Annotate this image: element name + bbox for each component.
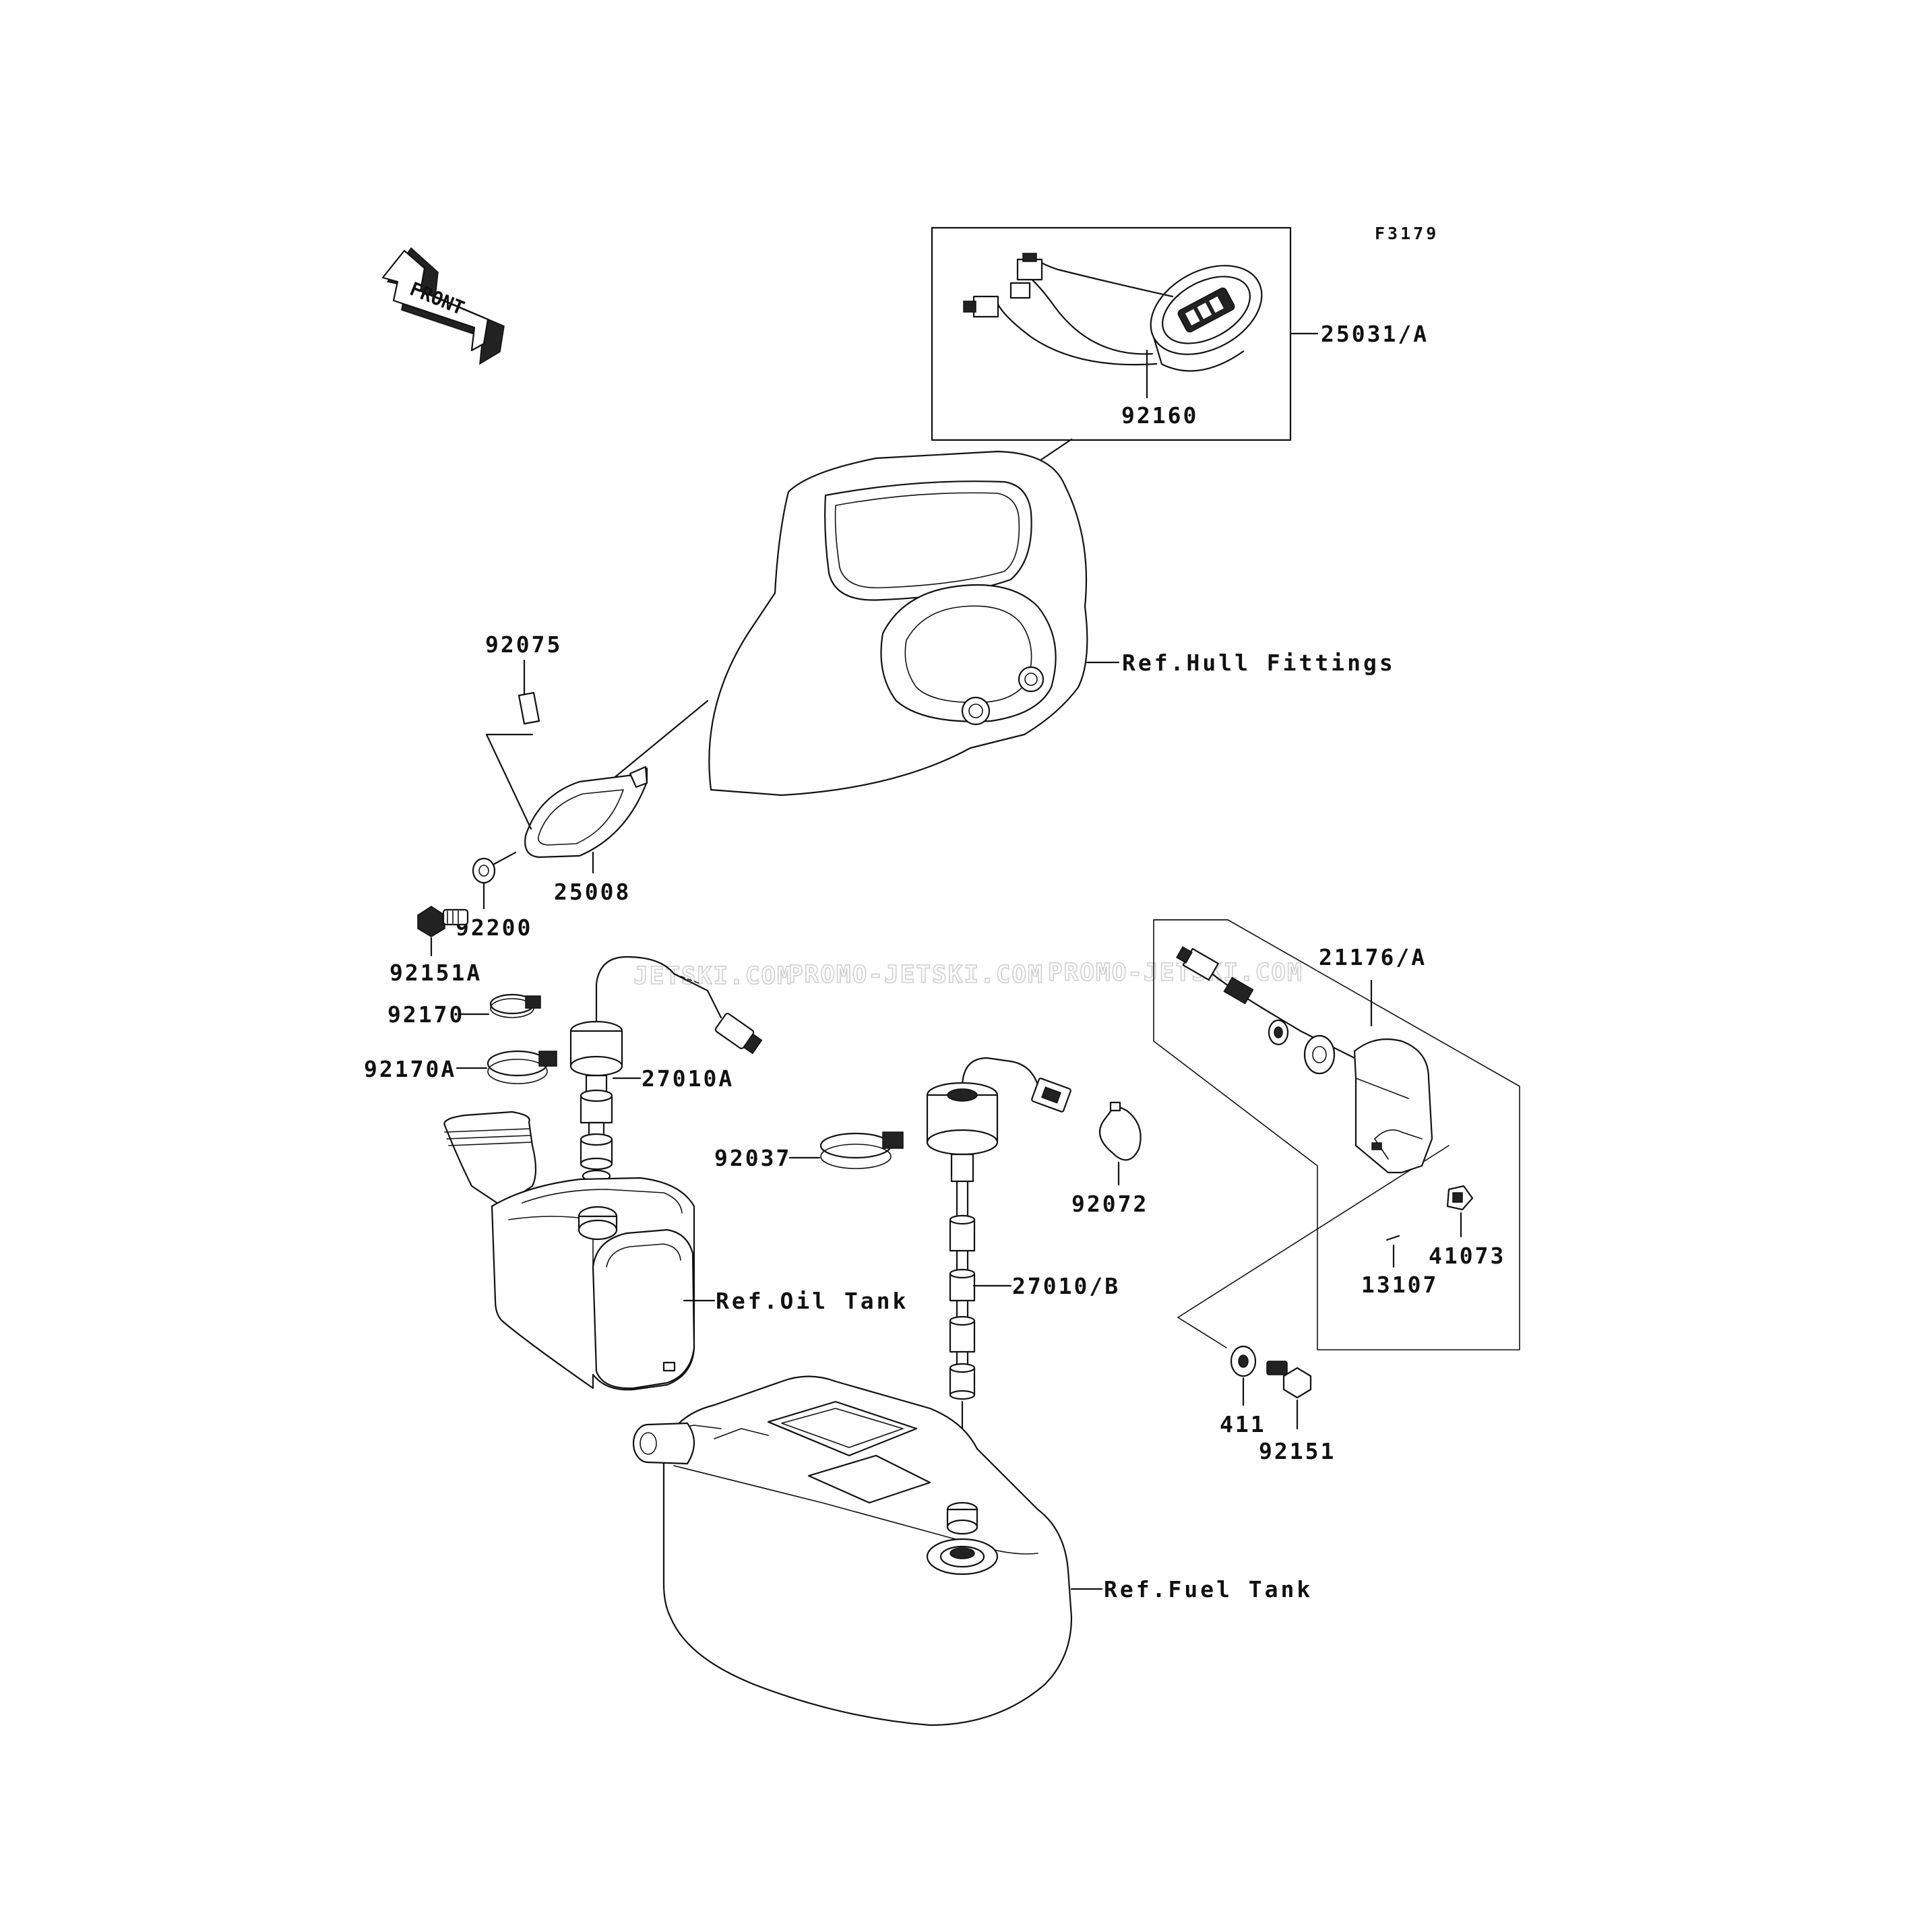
ref-hull-fittings: Ref.Hull Fittings [1122,650,1396,676]
watermark-1: JETSKI.COM [633,962,793,990]
front-arrow-icon: FRONT [381,247,505,365]
label-92037: 92037 [714,1145,791,1171]
clip-92072 [1098,1101,1142,1186]
clamp-92170 [460,993,541,1018]
label-92072: 92072 [1071,1191,1148,1217]
watermark-3: PROMO-JETSKI.COM [1048,959,1303,987]
label-27010a: 27010A [642,1065,734,1092]
figure-id: F3179 [1375,224,1439,243]
label-41073: 41073 [1429,1243,1505,1269]
bolt-92151 [1266,1361,1312,1430]
label-92151: 92151 [1259,1438,1336,1464]
label-27010-b: 27010/B [1012,1273,1120,1299]
fuel-tank [632,1375,1103,1726]
meter-assembly-box [931,226,1319,441]
watermark-2: PROMO-JETSKI.COM [788,961,1044,989]
label-13107: 13107 [1361,1272,1438,1298]
ref-oil-tank: Ref.Oil Tank [716,1288,908,1314]
meter-bracket-25008 [524,699,709,874]
label-92160: 92160 [1121,402,1198,429]
oil-tank [443,1111,716,1391]
label-92170: 92170 [387,1001,464,1028]
label-25031-a: 25031/A [1321,321,1429,347]
clamp-92037 [788,1131,904,1169]
hull-fittings [708,450,1120,797]
label-411: 411 [1220,1411,1266,1437]
label-92075: 92075 [485,631,562,658]
fuel-level-sensor-27010b [926,1057,1071,1491]
pad-92075 [485,659,540,830]
nut-41073 [1446,1185,1474,1238]
label-92151a: 92151A [389,960,482,986]
sensor-assembly-box [1153,919,1520,1350]
bolt-92151a [417,906,469,957]
nut-92200 [472,851,517,910]
label-92170a: 92170A [364,1056,456,1082]
ref-fuel-tank: Ref.Fuel Tank [1104,1576,1313,1602]
label-21176-a: 21176/A [1319,944,1427,970]
washer-411 [1177,1317,1257,1406]
label-25008: 25008 [554,879,631,905]
oil-level-sensor-27010a [569,956,763,1183]
clamp-92170a [456,1050,557,1084]
